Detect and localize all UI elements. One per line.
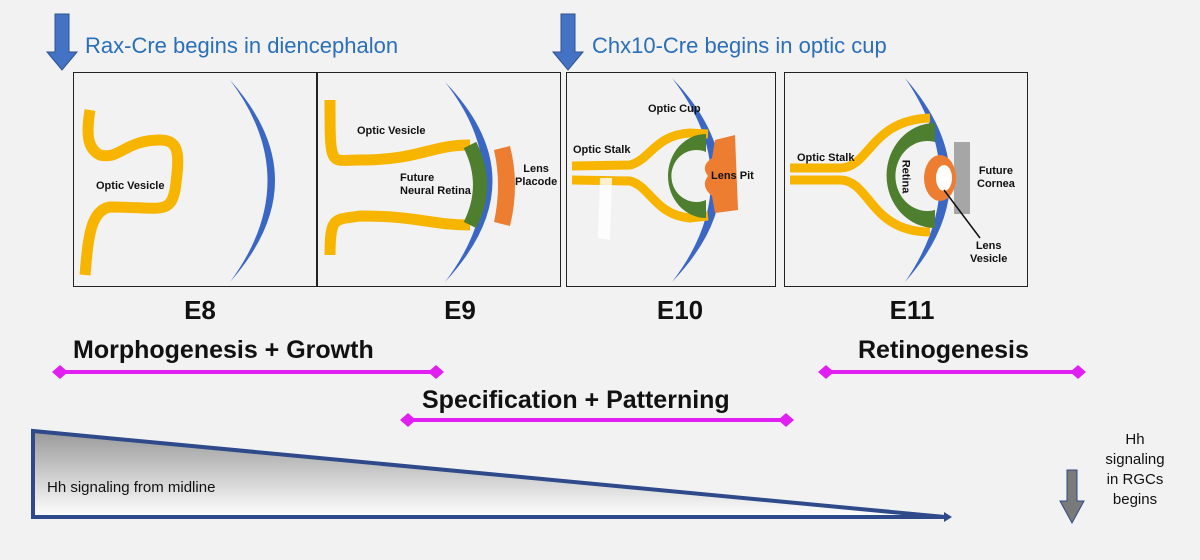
phase-bar-retinogenesis <box>818 365 1086 379</box>
e9-illustration <box>324 82 515 282</box>
e11-future-cornea-label: Future Cornea <box>977 165 1015 190</box>
e9-lens-placode-label: Lens Placode <box>515 163 558 188</box>
e9-optic-vesicle-label: Optic Vesicle <box>357 125 426 137</box>
phase-bar-specification <box>400 413 794 427</box>
chx10-cre-arrow-icon <box>551 13 585 71</box>
e10-optic-cup-label: Optic Cup <box>648 103 701 115</box>
e10-optic-stalk-label: Optic Stalk <box>573 144 631 156</box>
e8-optic-vesicle <box>79 109 184 276</box>
stage-label-e11: E11 <box>889 295 935 325</box>
hh-gradient-triangle <box>31 428 952 522</box>
stage-label-e8: E8 <box>184 295 216 325</box>
e11-lens-vesicle-label: Lens Vesicle <box>970 240 1008 265</box>
chx10-cre-label: Chx10-Cre begins in optic cup <box>592 33 887 58</box>
hh-rgc-arrow-icon <box>1059 469 1085 525</box>
rax-cre-arrow-icon <box>45 13 79 71</box>
rax-cre-label: Rax-Cre begins in diencephalon <box>85 33 399 58</box>
hh-midline-label: Hh signaling from midline <box>47 479 216 496</box>
e8-optic-vesicle-label: Optic Vesicle <box>96 180 165 192</box>
e8-ectoderm <box>230 80 275 282</box>
e11-illustration <box>790 78 981 282</box>
e11-retina-label: Retina <box>899 159 912 194</box>
e9-future-neural-retina-label: Future Neural Retina <box>400 172 471 197</box>
stage-label-e10: E10 <box>656 295 704 325</box>
phase-label-specification: Specification + Patterning <box>422 386 730 414</box>
hh-rgc-label: Hh signaling in RGCs begins <box>1105 431 1165 508</box>
e10-lens-pit-label: Lens Pit <box>711 170 754 182</box>
stage-label-e9: E9 <box>444 295 476 325</box>
phase-bar-morphogenesis <box>52 365 444 379</box>
e10-illustration <box>571 78 738 282</box>
e8-illustration <box>79 80 275 282</box>
phase-label-morphogenesis: Morphogenesis + Growth <box>73 336 374 364</box>
phase-label-retinogenesis: Retinogenesis <box>858 336 1029 364</box>
e11-optic-stalk-label: Optic Stalk <box>797 152 855 164</box>
